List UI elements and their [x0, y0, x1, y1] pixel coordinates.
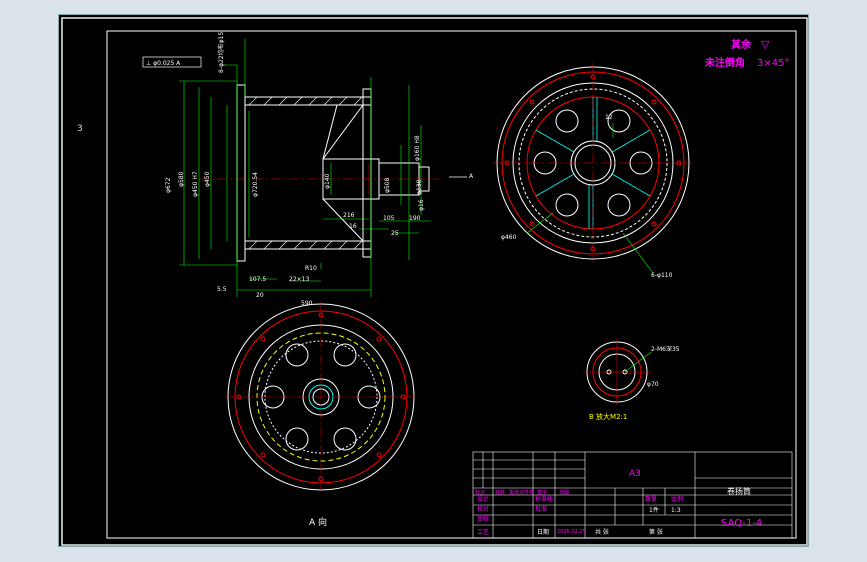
tb-date-label: 日期 — [537, 528, 549, 536]
tb-date-value: 2005.02.25 — [557, 529, 586, 535]
dim-450h: φ450 H7 — [192, 171, 199, 197]
note-chamfer-value: 3×45° — [757, 58, 789, 69]
dim-6holes: 6-φ110 — [651, 272, 673, 279]
tb-mark-1: 批准 — [535, 505, 547, 513]
tb-sheets: 共 张 — [595, 528, 609, 536]
gdt-text: ⊥ φ0.025 A — [146, 60, 181, 67]
view-a-label: A 向 — [309, 516, 327, 528]
dim-160: φ160 H8 — [414, 135, 421, 161]
left-margin-mark: 3 — [77, 124, 83, 134]
tb-format: A3 — [629, 469, 641, 479]
outer-border — [61, 17, 808, 546]
tb-sheet-no: 第 张 — [649, 528, 663, 536]
title-block — [472, 451, 793, 539]
dim-5: 5.5 — [217, 286, 227, 293]
tb-quantity: 1件 — [649, 506, 659, 514]
note-roughness: 其余 — [731, 38, 752, 51]
dim-20: 20 — [256, 292, 264, 299]
drawing-frame: 3 — [58, 14, 809, 547]
tb-extra-4: 日期 — [559, 490, 569, 496]
dim-70: φ70 — [647, 381, 659, 388]
dim-672: φ672 — [165, 177, 172, 193]
dim-460: φ460 — [501, 234, 517, 241]
dim-216: 216 — [343, 212, 355, 219]
dim-12: 12 — [605, 114, 613, 121]
tb-scale-label: 比例 — [671, 495, 683, 503]
dim-140: φ140 — [324, 173, 331, 189]
tb-row-3: 工艺 — [477, 528, 489, 536]
dim-130: φ130 — [416, 179, 423, 195]
dim-508: φ508 — [384, 177, 391, 193]
section-view: ⊥ φ0.025 A 8-φ22均布φ15 φ672 φ580 φ450 φ45… — [142, 32, 474, 307]
roughness-symbol: ▽ — [761, 38, 770, 51]
end-view: φ460 6-φ110 12 — [493, 63, 693, 279]
tb-extra-1: 处数 — [495, 489, 505, 496]
dim-16: 16 — [349, 223, 357, 230]
detail-b: 2-M6深35 φ70 — [583, 338, 680, 406]
dim-105: 105 — [383, 215, 395, 222]
dim-107: 107.5 — [249, 276, 266, 283]
dim-190: 190 — [409, 215, 421, 222]
title-block-text: A3 卷扬筒 SAQ-1-4 数量 比例 1件 1:3 共 张 第 张 日期 2… — [475, 469, 762, 536]
hole-pattern-label: 8-φ22均布φ15 — [217, 32, 225, 73]
tb-row-0: 设计 — [477, 495, 489, 503]
dim-22: 22×13 — [289, 276, 309, 283]
tb-drawing-number: SAQ-1-4 — [721, 518, 762, 529]
dim-580: φ580 — [178, 171, 185, 187]
tb-extra-2: 更改文件号 — [509, 489, 534, 496]
dim-590: 590 — [301, 300, 313, 307]
tb-part-name: 卷扬筒 — [727, 486, 751, 496]
dim-r10: R10 — [305, 265, 317, 272]
tb-row-1: 校对 — [477, 505, 489, 513]
tb-mark-0: 标准化 — [535, 495, 553, 503]
gdt-frame — [142, 56, 202, 68]
arrow-a-label: A — [469, 173, 474, 180]
tb-scale: 1:3 — [671, 507, 681, 514]
detail-b-label: B 放大M2:1 — [589, 412, 627, 421]
tb-extra-0: 标记 — [475, 489, 485, 496]
note-chamfer: 未注倒角 — [704, 56, 745, 69]
dim-16v: φ16 — [418, 199, 425, 211]
dim-25: 25 — [391, 230, 399, 237]
cad-drawing: 3 — [61, 17, 808, 546]
tb-qty-label: 数量 — [645, 495, 657, 503]
tb-row-2: 审核 — [477, 515, 489, 523]
a-view — [225, 301, 417, 493]
tb-extra-3: 签字 — [537, 489, 547, 496]
dim-thread: 2-M6深35 — [651, 345, 680, 353]
dim-720: φ720.54 — [252, 172, 259, 197]
inner-border — [106, 30, 797, 539]
dim-450: φ450 — [204, 171, 211, 187]
